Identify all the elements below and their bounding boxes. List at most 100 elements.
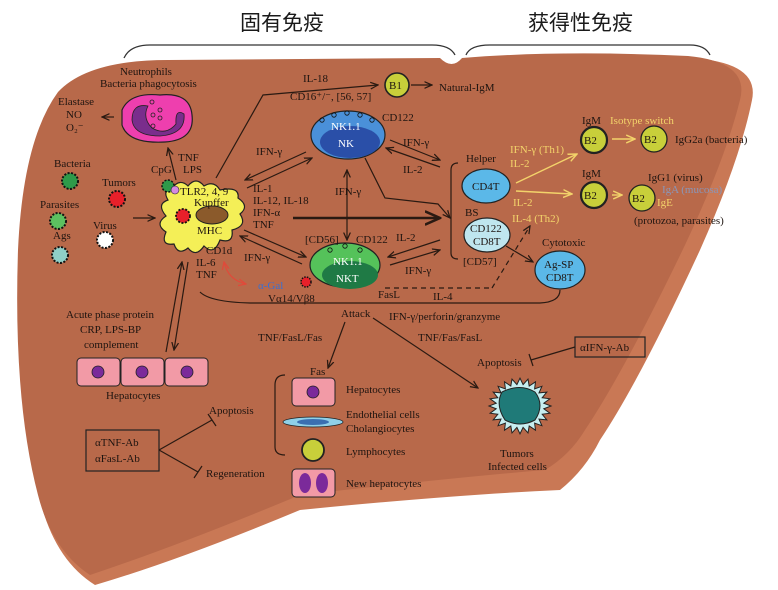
nk-t-ifn-arrow: [389, 139, 440, 160]
t-cell-bracket: [450, 162, 459, 260]
nk11-label: NK1.1: [331, 121, 361, 133]
kupffer-label: Kupffer: [194, 197, 229, 209]
ifn-g-kupffer-nk-arrow-a: [245, 151, 307, 180]
ifn-g-nkt-arrow: [389, 250, 440, 266]
adaptive-immunity-header: 获得性免疫: [528, 11, 633, 35]
il4-nkt-label: IL-4: [433, 291, 453, 303]
b2-label-1: B2: [584, 135, 597, 147]
acute-phase-label: Acute phase protein: [66, 309, 154, 321]
new-hepatocytes-label: New hepatocytes: [346, 478, 421, 490]
il18-arrow: [215, 85, 378, 179]
tnf-fas-fasl-label: TNF/Fas/FasL: [418, 332, 482, 344]
nkt-nucleus: [322, 261, 378, 289]
kupffer-hepatocyte-arrow-down: [174, 261, 189, 350]
helper-label: Helper: [466, 153, 496, 165]
mhc-label: MHC: [197, 225, 222, 237]
nk-to-bs-arrow: [364, 157, 450, 218]
inhibit-regeneration-line: [158, 449, 199, 473]
th1-to-b2-arrow: [515, 154, 577, 184]
virus-icon: [96, 231, 114, 249]
il6-label: IL-6: [196, 257, 216, 269]
il2-to-b2-arrow: [515, 191, 572, 194]
cytotoxic-cd8t-cell: [534, 250, 586, 290]
th2-dashed-arrow: [491, 226, 530, 289]
new-hepatocyte-icon: [291, 468, 336, 498]
parasites-label: Parasites: [40, 199, 79, 211]
lps-label: LPS: [183, 164, 202, 176]
ifn-alpha-label: IFN-α: [253, 207, 280, 219]
tnf-fasl-fas-label: TNF/FasL/Fas: [258, 332, 322, 344]
new-hepatocyte-nucleus-right: [316, 473, 328, 493]
nk-cd122-label: CD122: [382, 112, 414, 124]
igm-label-2: IgM: [582, 168, 601, 180]
o2-label: O₂⁻: [66, 122, 84, 134]
tnf-il6-label: TNF: [196, 269, 217, 281]
ifn-g-vertical-label: IFN-γ: [335, 186, 361, 198]
tumor-infected-cell: [487, 376, 553, 436]
complement-label: complement: [84, 339, 138, 351]
cd4t-cell: [461, 168, 511, 204]
t-nk-il2-arrow: [386, 148, 441, 168]
valpha14-label: Vα14/Vβ8: [268, 293, 315, 305]
cd57-label: [CD57]: [463, 256, 497, 268]
b2-label-2: B2: [644, 134, 657, 146]
nk-granules: [319, 110, 375, 123]
igg2a-label: IgG2a (bacteria): [675, 134, 748, 146]
inhibit-apoptosis-bar: [207, 413, 217, 427]
il18-label: IL-18: [303, 73, 329, 85]
ifn-g-nk-t-label: IFN-γ: [403, 137, 429, 149]
inhibit-apoptosis-line: [158, 419, 213, 451]
alpha-gal-label: α-Gal: [258, 280, 283, 292]
cholangiocytes-label: Cholangiocytes: [346, 423, 414, 435]
nkt-cd122-label: CD122: [356, 234, 388, 246]
fasl-label: FasL: [378, 289, 400, 301]
attack-label: Attack: [341, 308, 371, 320]
afasl-ab-label: αFasL-Ab: [95, 453, 140, 465]
fas-label: Fas: [310, 366, 325, 378]
apoptosis-label: Apoptosis: [209, 405, 254, 417]
il2-th1-label: IL-2: [510, 158, 530, 170]
tnf-cytokine-label: TNF: [253, 219, 274, 231]
virus-label: Virus: [93, 220, 117, 232]
ifn-g-kupffer-nkt-arrow-a: [240, 236, 303, 265]
il1-label: IL-1: [253, 183, 273, 195]
nkt-granules: [327, 243, 363, 253]
attack-to-tumor-arrow: [372, 317, 478, 388]
cd1d-label: CD1d: [206, 245, 233, 257]
cpg-label: CpG: [151, 164, 172, 176]
il2-nkt-t-label: IL-2: [396, 232, 416, 244]
neutrophil-cell: [121, 93, 193, 143]
hepatocyte-row: [76, 357, 209, 387]
innate-brace: [123, 44, 456, 59]
il2-nkt-arrow: [388, 239, 441, 257]
bs-cd122-label: CD122: [470, 223, 502, 235]
nkt-nk11-label: NK1.1: [333, 256, 363, 268]
b2-label-3: B2: [584, 190, 597, 202]
b1-label: B1: [389, 80, 402, 92]
ifn-g-kupffer-nkt-arrow-b: [243, 229, 306, 257]
ifn-g-kupffer-nkt-label: IFN-γ: [244, 252, 270, 264]
parasite-icon: [49, 212, 67, 230]
b2-cell-igm-2: [579, 180, 609, 210]
apoptosis-right-label: Apoptosis: [477, 357, 522, 369]
cd1d-alphagal-arrow: [224, 262, 246, 284]
crp-label: CRP, LPS-BP: [80, 324, 141, 336]
attack-to-fas-arrow: [328, 321, 346, 368]
inhibit-apoptosis-right-line: [530, 346, 576, 361]
th1-label: IFN-γ (Th1): [510, 144, 564, 156]
cd16-label: CD16⁺/⁻, [56, 57]: [290, 91, 371, 103]
aifn-g-ab-label: αIFN-γ-Ab: [580, 342, 630, 354]
innate-immunity-header: 固有免疫: [240, 11, 324, 35]
target-hepatocyte-nucleus: [306, 385, 320, 399]
bacteria-label: Bacteria: [54, 158, 91, 170]
ige-label: IgE: [657, 197, 673, 209]
engulfed-tumor-icon: [175, 208, 191, 224]
endothelial-nucleus: [297, 419, 329, 425]
neutrophils-subtitle: Bacteria phagocytosis: [100, 78, 197, 90]
bs-cd8t-label: CD8T: [473, 236, 501, 248]
lymphocytes-label: Lymphocytes: [346, 446, 405, 458]
nkt-label: NKT: [336, 273, 359, 285]
endothelial-label: Endothelial cells: [346, 409, 420, 421]
il2-th2-label: IL-2: [513, 197, 533, 209]
kupffer-nucleus: [195, 205, 229, 225]
